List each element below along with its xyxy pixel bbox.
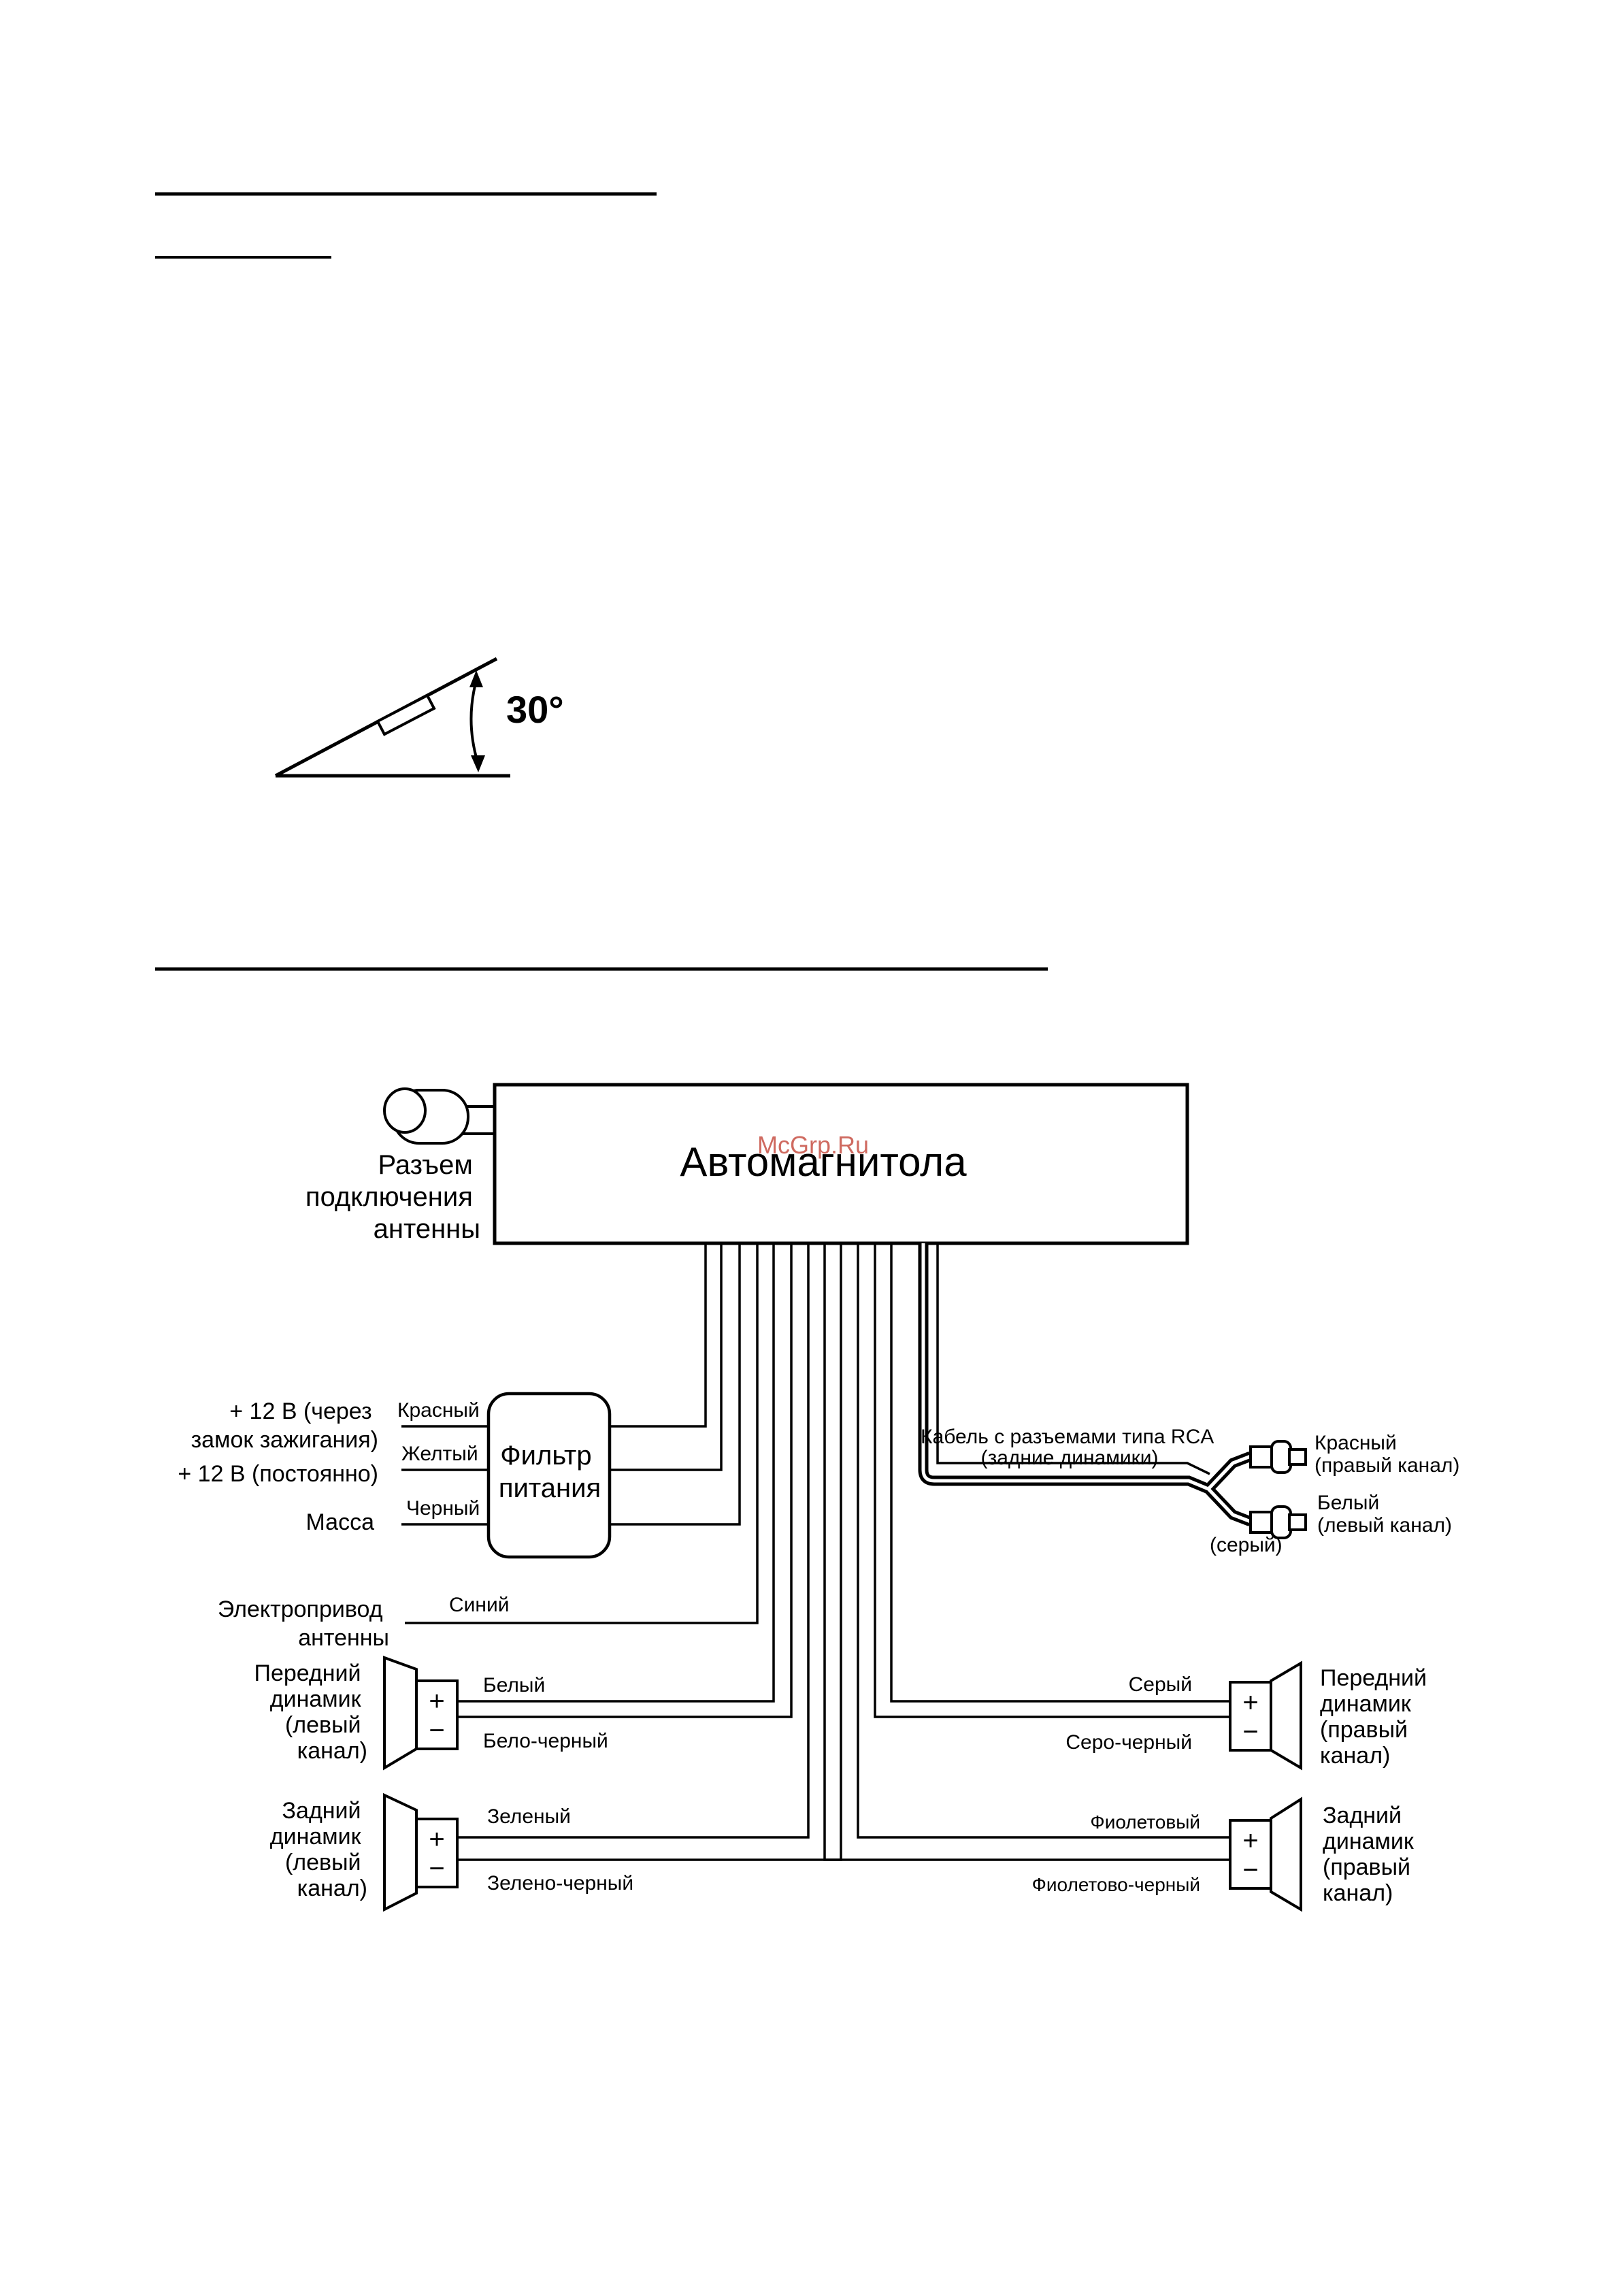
- angle-arrow-head-top: [469, 670, 483, 687]
- antenna-connector-label: Разъем подключения антенны: [305, 1150, 480, 1244]
- speaker-front-left: + −: [383, 1656, 459, 1771]
- gray-wire: [890, 1243, 1230, 1703]
- minus-terminal-label: −: [1242, 1855, 1258, 1885]
- power-filter-title: Фильтр питания: [499, 1441, 601, 1503]
- ignition-12v-label: + 12 В (через замок зажигания): [191, 1398, 378, 1453]
- rca-cable-label: Кабель с разъемами типа RCA (задние дина…: [921, 1426, 1219, 1469]
- head-unit-silhouette: [376, 693, 436, 736]
- angle-arrow-head-bottom: [471, 755, 485, 772]
- plus-terminal-label: +: [1242, 1826, 1258, 1856]
- speaker-rear-right-label: Задний динамик (правый канал): [1323, 1803, 1420, 1906]
- rca-white-plug: [1249, 1505, 1307, 1539]
- minus-terminal-label: −: [429, 1716, 444, 1745]
- plus-terminal-label: +: [429, 1824, 444, 1854]
- plus-terminal-label: +: [1242, 1688, 1258, 1718]
- speaker-terminal-block: [1229, 1681, 1272, 1752]
- speaker-terminal-block: [415, 1679, 459, 1750]
- white-black-wire: [457, 1243, 793, 1718]
- minus-terminal-label: −: [1242, 1717, 1258, 1747]
- rca-red-label: Красный (правый канал): [1315, 1432, 1459, 1477]
- ground-label: Масса: [305, 1509, 374, 1535]
- plus-terminal-label: +: [429, 1686, 444, 1716]
- rca-cable-extra-wire: [936, 1243, 1210, 1475]
- watermark: McGrp.Ru: [757, 1131, 869, 1159]
- speaker-cone: [383, 1792, 418, 1912]
- red-wire-label: Красный: [397, 1399, 480, 1422]
- gray-black-wire-label: Серо-черный: [1065, 1731, 1192, 1754]
- mounting-angle-diagram: 30°: [274, 657, 564, 778]
- speaker-rear-left: + −: [383, 1792, 459, 1912]
- rca-cable: [918, 1243, 1253, 1527]
- filter-out-wire-2: [610, 1243, 723, 1471]
- speaker-front-right: + −: [1229, 1660, 1302, 1771]
- filter-out-wire-3: [610, 1243, 741, 1526]
- white-wire: [457, 1243, 775, 1703]
- speaker-terminal-block: [1229, 1819, 1272, 1890]
- violet-black-wire-label: Фиолетово-черный: [1032, 1874, 1200, 1895]
- blue-wire-label: Синий: [449, 1594, 510, 1616]
- angle-arc-arrow: [469, 680, 479, 763]
- rca-red-plug-ring: [1270, 1440, 1292, 1474]
- head-unit-box: [493, 1083, 1189, 1245]
- gray-black-wire: [874, 1243, 1230, 1718]
- green-wire: [457, 1243, 810, 1839]
- filter-output-wires: [610, 1243, 741, 1526]
- angle-label: 30°: [506, 688, 564, 731]
- rca-cable-color-label: (серый): [1210, 1534, 1283, 1556]
- green-black-wire-label: Зелено-черный: [487, 1872, 633, 1895]
- constant-12v-label: + 12 В (постоянно): [178, 1461, 378, 1487]
- head-unit-title: Автомагнитола: [680, 1139, 967, 1185]
- black-wire-label: Черный: [406, 1497, 480, 1520]
- power-filter-box: [486, 1392, 612, 1559]
- speaker-cone: [383, 1656, 418, 1771]
- blue-wire: [405, 1243, 759, 1624]
- speaker-cone: [1270, 1660, 1302, 1771]
- speaker-cone: [1270, 1797, 1302, 1912]
- green-wire-label: Зеленый: [487, 1805, 571, 1828]
- speaker-rear-left-label: Задний динамик (левый канал): [270, 1798, 367, 1901]
- speaker-terminal-block: [415, 1818, 459, 1888]
- power-antenna-label: Электропривод антенны: [218, 1596, 389, 1651]
- rca-white-plug-tip: [1288, 1513, 1307, 1531]
- speaker-front-left-label: Передний динамик (левый канал): [254, 1660, 367, 1764]
- rca-cable-inner: [921, 1243, 1251, 1524]
- gray-wire-label: Серый: [1129, 1673, 1192, 1696]
- antenna-plug-end: [383, 1087, 427, 1134]
- rca-white-label: Белый (левый канал): [1317, 1492, 1452, 1537]
- white-black-wire-label: Бело-черный: [483, 1730, 608, 1752]
- yellow-wire-label: Желтый: [401, 1443, 478, 1465]
- rca-red-plug: [1249, 1440, 1307, 1474]
- violet-wire: [857, 1243, 1230, 1839]
- rca-red-plug-tip: [1288, 1448, 1307, 1466]
- speaker-front-right-label: Передний динамик (правый канал): [1320, 1665, 1433, 1769]
- antenna-plug: [383, 1087, 529, 1145]
- violet-black-wire: [823, 1243, 1230, 1861]
- speaker-rear-right: + −: [1229, 1797, 1302, 1912]
- violet-wire-label: Фиолетовый: [1090, 1811, 1200, 1833]
- white-wire-label: Белый: [483, 1674, 545, 1696]
- filter-out-wire-1: [610, 1243, 707, 1428]
- minus-terminal-label: −: [429, 1854, 444, 1884]
